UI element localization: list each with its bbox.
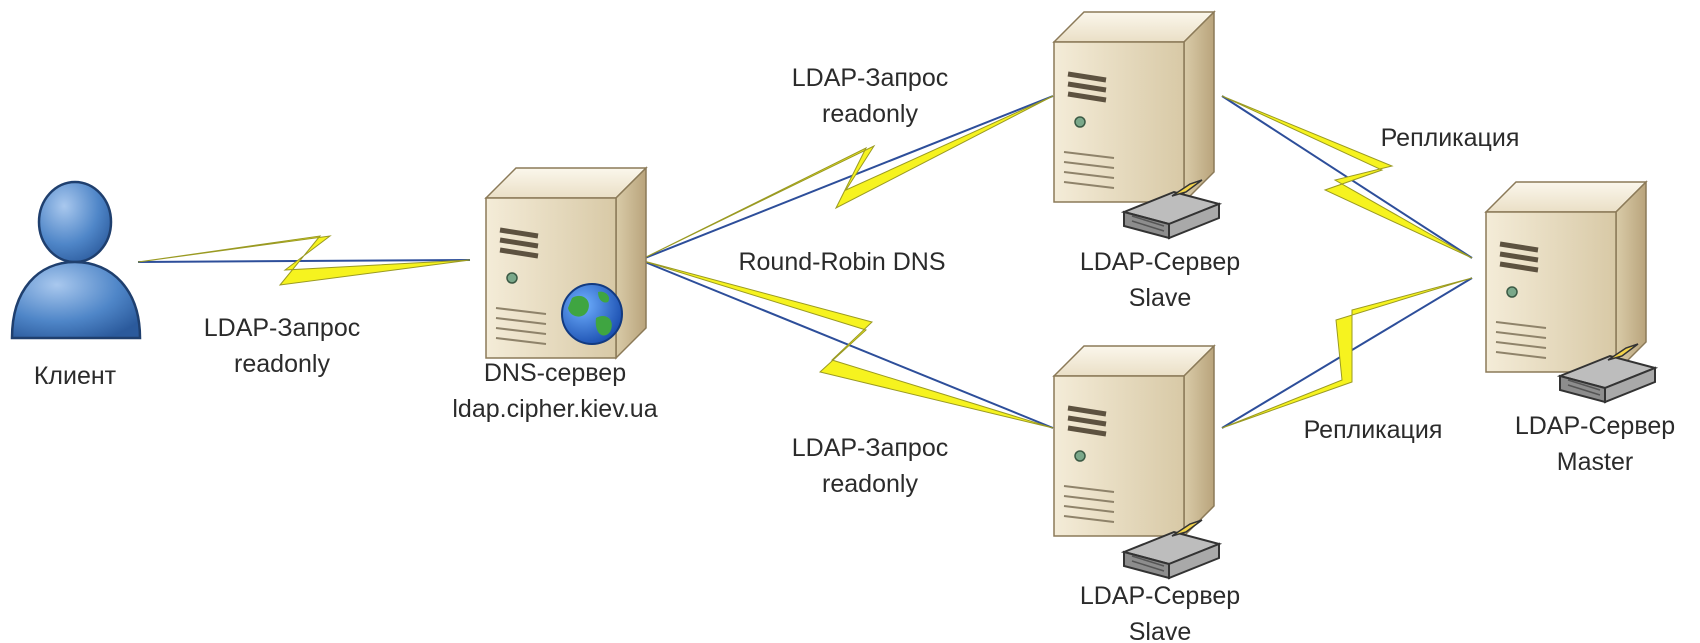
client-dns-link-label: LDAP-Запрос readonly: [203, 314, 361, 378]
lightning-bolt-icon: [639, 259, 1054, 429]
ldap-master-server-icon: [1486, 182, 1656, 403]
dns-server-icon: [486, 168, 646, 358]
slave-bottom-label: LDAP-Сервер Slave: [1079, 582, 1241, 643]
lightning-bolt-icon: [1221, 277, 1473, 429]
replication-bottom-label: Репликация: [1303, 416, 1443, 444]
replication-top-label: Репликация: [1380, 124, 1520, 152]
lightning-bolt-icon: [137, 235, 471, 286]
master-label: LDAP-Сервер Master: [1514, 412, 1676, 476]
dns-slave-top-link-label: LDAP-Запрос readonly: [791, 64, 949, 128]
ldap-slave-server-icon: [1054, 346, 1220, 579]
client-label: Клиент: [33, 362, 117, 390]
client-user-icon: [10, 180, 142, 340]
dns-server-label: DNS-сервер ldap.cipher.kiev.ua: [452, 359, 658, 423]
round-robin-label: Round-Robin DNS: [738, 248, 946, 276]
ldap-slave-server-icon: [1054, 12, 1220, 239]
lightning-bolt-icon: [639, 95, 1054, 261]
lightning-bolt-icon: [1221, 95, 1473, 259]
dns-slave-bottom-link-label: LDAP-Запрос readonly: [791, 434, 949, 498]
globe-icon: [561, 283, 623, 345]
slave-top-label: LDAP-Сервер Slave: [1079, 248, 1241, 312]
